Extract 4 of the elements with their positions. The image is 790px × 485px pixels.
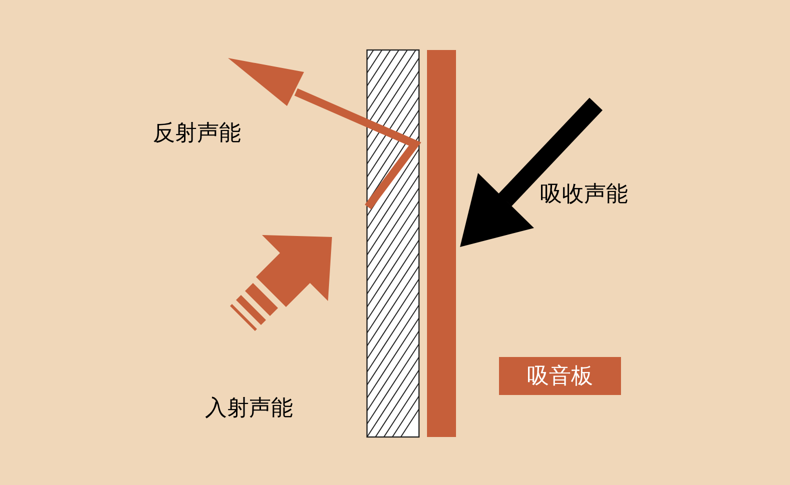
label-box: 吸音板 <box>499 357 621 395</box>
text-label: 反射声能 <box>153 120 241 148</box>
text-label: 吸收声能 <box>540 181 628 209</box>
text-label: 入射声能 <box>205 395 293 423</box>
